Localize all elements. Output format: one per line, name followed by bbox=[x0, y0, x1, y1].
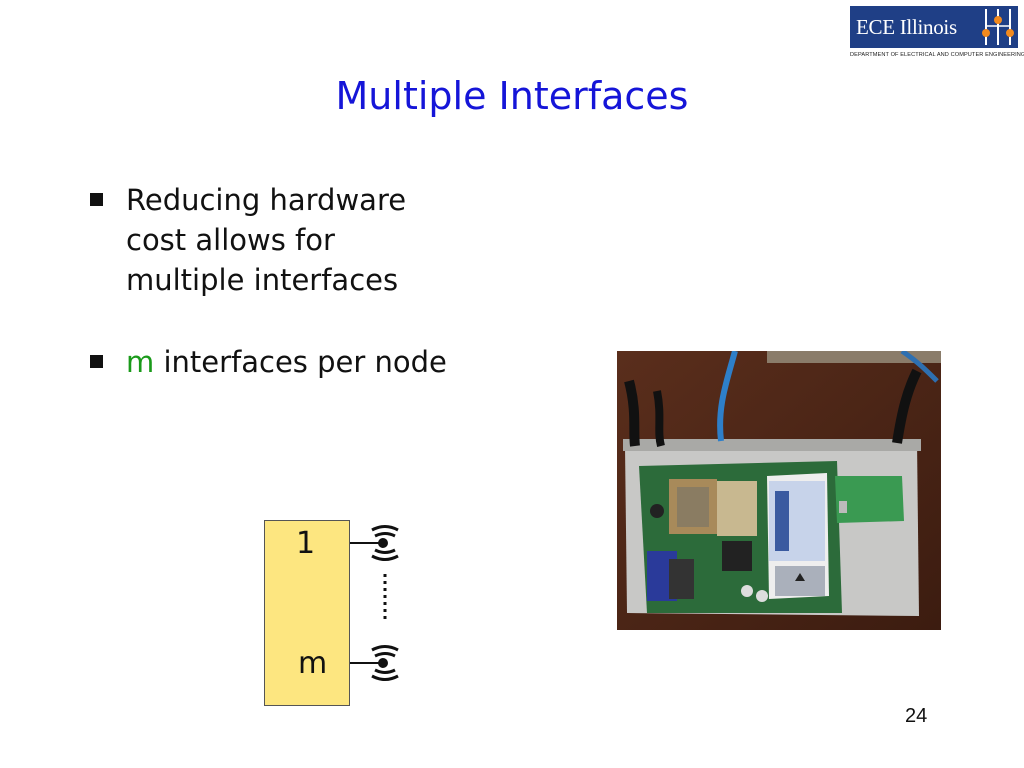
page-number: 24 bbox=[905, 705, 928, 727]
ece-illinois-logo: ECE Illinois DEPARTMENT OF ELECTRICAL AN… bbox=[850, 6, 1024, 62]
circuit-icon bbox=[978, 6, 1018, 48]
bullet-square-icon bbox=[90, 355, 103, 368]
bullet-text: interfaces per node bbox=[154, 345, 447, 379]
bullet-square-icon bbox=[90, 193, 103, 206]
bullet-text: Reducing hardware cost allows for multip… bbox=[126, 183, 407, 297]
slide-title: Multiple Interfaces bbox=[335, 74, 689, 118]
antenna-icon bbox=[350, 525, 399, 561]
antennas-diagram bbox=[350, 525, 399, 681]
logo-department: DEPARTMENT OF ELECTRICAL AND COMPUTER EN… bbox=[850, 52, 1024, 58]
bullet-item: Reducing hardware cost allows for multip… bbox=[90, 180, 456, 300]
antenna-icon bbox=[350, 645, 399, 681]
interface-label-bottom: m bbox=[298, 646, 328, 681]
bullet-list: Reducing hardware cost allows for multip… bbox=[90, 180, 456, 382]
node-box bbox=[264, 520, 350, 706]
bullet-item: m interfaces per node bbox=[90, 342, 456, 382]
interface-label-top: 1 bbox=[296, 526, 316, 561]
router-board-photo bbox=[617, 351, 941, 630]
bullet-highlight: m bbox=[126, 345, 155, 379]
logo-text: ECE Illinois bbox=[856, 15, 957, 39]
